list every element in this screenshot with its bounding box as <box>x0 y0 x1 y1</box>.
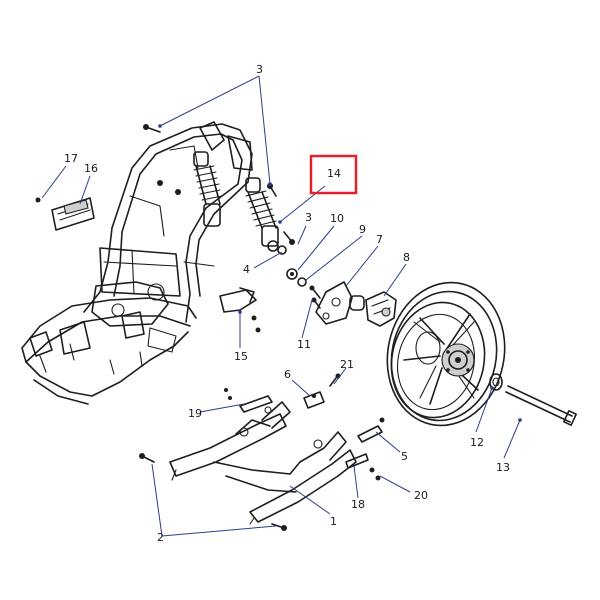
rear-wheel <box>386 281 506 427</box>
rear-axle-13 <box>505 385 577 426</box>
callout-labels: 3 17 16 14 3 10 9 7 8 4 11 15 21 6 19 12… <box>64 63 510 544</box>
rear-shock-absorber-right <box>245 177 279 252</box>
callout-18: 18 <box>351 498 365 511</box>
callout-3-top: 3 <box>256 63 263 76</box>
callout-3-lower: 3 <box>305 211 312 224</box>
callout-20: 20 <box>414 489 428 502</box>
footrest-16 <box>35 197 95 231</box>
callout-21: 21 <box>340 358 354 371</box>
callout-14: 14 <box>327 167 341 180</box>
callout-6: 6 <box>284 368 291 381</box>
caliper-bracket-7 <box>315 281 353 325</box>
brake-caliper-8 <box>349 291 397 327</box>
small-brackets <box>224 373 385 481</box>
callout-15: 15 <box>234 350 248 363</box>
callout-7: 7 <box>376 233 383 246</box>
callout-13: 13 <box>496 461 510 474</box>
pivot-bolts-2 <box>139 453 287 531</box>
swing-arm-1 <box>169 401 357 525</box>
callout-17: 17 <box>64 152 78 165</box>
highlight-box-14 <box>309 154 358 195</box>
callout-2: 2 <box>157 531 164 544</box>
leader-lines <box>41 75 522 537</box>
main-frame <box>21 121 253 405</box>
callout-11: 11 <box>297 338 311 351</box>
bracket-15 <box>219 287 261 333</box>
callout-10: 10 <box>330 212 344 225</box>
callout-5: 5 <box>401 450 408 463</box>
spacer-12 <box>489 373 503 391</box>
callout-4: 4 <box>243 263 250 276</box>
callout-9: 9 <box>359 223 366 236</box>
rear-shock-absorber-left <box>193 151 223 227</box>
callout-16: 16 <box>84 162 98 175</box>
callout-19: 19 <box>188 407 202 420</box>
callout-1: 1 <box>330 515 337 528</box>
callout-8: 8 <box>403 251 410 264</box>
callout-12: 12 <box>470 436 484 449</box>
